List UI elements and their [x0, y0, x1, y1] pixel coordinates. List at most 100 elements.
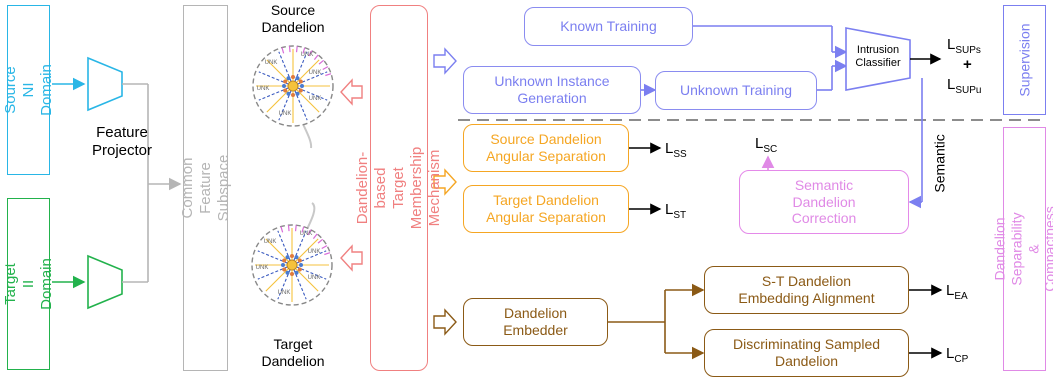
loss-ea: LEA [946, 282, 968, 302]
dandelion-seed [282, 84, 286, 88]
dandelion-unk-label: UNK [265, 60, 278, 66]
source-dandelion-label: Source Dandelion [261, 2, 325, 35]
to-separability-arrow [433, 168, 457, 196]
dandelion-spoke [291, 264, 319, 292]
discriminating-sampled-box: Discriminating Sampled Dandelion [704, 329, 909, 377]
dandelion-seed [294, 255, 299, 260]
source-dandelion-figure: UNK UNK UNK UNK UNK UNK [252, 45, 334, 149]
dandelion-seed [298, 79, 303, 84]
dandelion-seed [291, 93, 295, 97]
dandelion-petal [301, 226, 305, 233]
dandelion-spoke [291, 264, 307, 300]
dandelion-seed [283, 79, 288, 84]
loss-st: LST [665, 201, 687, 221]
loss-ss: LSS [665, 140, 687, 160]
semantic-dandelion-correction-label: Semantic Dandelion Correction [791, 176, 857, 227]
dandelion-spoke [277, 264, 293, 300]
dandelion-spoke [292, 71, 328, 87]
to-supervision-arrow [433, 47, 457, 75]
dandelion-petal [313, 54, 319, 60]
discriminating-sampled-label: Discriminating Sampled Dandelion [732, 336, 881, 369]
dandelion-seed [295, 76, 300, 81]
separability-side-label: Dandelion Separability & Compactness [990, 206, 1053, 292]
dandelion-seed [299, 263, 303, 267]
loss-sups: LSUPs [947, 36, 981, 56]
target-angular-separation-box: Target Dandelion Angular Separation [463, 185, 629, 233]
unknown-instance-generation-label: Unknown Instance Generation [494, 73, 610, 106]
loss-sc: LSC [755, 135, 778, 155]
dandelion-unk-label: UNK [257, 86, 270, 92]
dandelion-spoke [292, 59, 320, 87]
supervision-side-label: Supervision [1016, 23, 1033, 97]
dandelion-spoke [265, 264, 293, 292]
semantic-label: Semantic [931, 134, 948, 193]
dandelion-seed [297, 258, 302, 263]
dandelion-spoke [291, 250, 327, 266]
dandelion-unk-label: UNK [308, 275, 321, 281]
dandelion-unk-label: UNK [300, 231, 313, 237]
dandelion-petal [302, 47, 306, 54]
dandelion-seed [285, 255, 290, 260]
dandelion-spoke [292, 85, 320, 113]
dandelion-spoke [257, 264, 293, 280]
dandelion-core [286, 259, 298, 271]
dandelion-seed [282, 267, 287, 272]
dandelion-spoke [266, 59, 294, 87]
separability-side-box: Dandelion Separability & Compactness [991, 127, 1053, 371]
loss-cp: LCP [946, 345, 969, 365]
dandelion-petal [308, 50, 313, 57]
dandelion-seed [290, 254, 294, 258]
dandelion-unk-label: UNK [278, 290, 291, 296]
dandelion-petal [280, 226, 284, 233]
dandelion-petal [325, 73, 332, 77]
dandelion-spoke [277, 230, 293, 266]
dandelion-seed [283, 88, 288, 93]
dandelion-seed [281, 263, 285, 267]
dandelion-petal [312, 233, 318, 239]
source-domain-box: Source NI Domain [2, 5, 55, 175]
target-angular-separation-label: Target Dandelion Angular Separation [486, 192, 606, 225]
mechanism-to-target-arrow [340, 244, 363, 272]
unknown-training-box: Unknown Training [655, 71, 817, 110]
known-training-label: Known Training [560, 18, 657, 35]
source-projector-shape [87, 56, 123, 112]
loss-plus: + [963, 56, 972, 73]
dandelion-embedder-box: Dandelion Embedder [463, 298, 608, 346]
dandelion-spoke [292, 85, 328, 101]
dandelion-petal [321, 245, 328, 250]
common-feature-subspace-label: Common Feature Subspace [178, 154, 232, 222]
dandelion-petal [295, 46, 298, 53]
dandelion-petal [287, 225, 290, 232]
unknown-instance-generation-box: Unknown Instance Generation [463, 66, 641, 114]
loss-supu: LSUPu [947, 76, 982, 96]
dandelion-core [287, 80, 299, 92]
target-projector-shape [87, 254, 123, 310]
dandelion-unk-label: UNK [309, 96, 322, 102]
target-dandelion-label: Target Dandelion [261, 336, 325, 369]
source-angular-separation-box: Source Dandelion Angular Separation [463, 124, 629, 172]
dandelion-spoke [292, 85, 308, 121]
dandelion-seed [300, 84, 304, 88]
source-angular-separation-label: Source Dandelion Angular Separation [486, 131, 606, 164]
dandelion-spoke [265, 238, 293, 266]
dandelion-seed [290, 272, 294, 276]
dandelion-unk-label: UNK [301, 52, 314, 58]
dandelion-seed [291, 75, 295, 79]
dandelion-seed [286, 91, 291, 96]
supervision-side-box: Supervision [1003, 5, 1046, 115]
dandelion-embedder-label: Dandelion Embedder [503, 305, 568, 338]
dandelion-spoke [291, 264, 327, 280]
dandelion-spoke [266, 85, 294, 113]
intrusion-classifier-shape [845, 27, 911, 91]
dandelion-spoke [278, 51, 294, 87]
dandelion-unk-label: UNK [309, 70, 322, 76]
embedding-alignment-label: S-T Dandelion Embedding Alignment [738, 273, 875, 306]
mechanism-to-source-arrow [340, 78, 363, 106]
embedding-alignment-box: S-T Dandelion Embedding Alignment [704, 266, 909, 314]
dandelion-spoke [278, 85, 294, 121]
dandelion-seed [297, 267, 302, 272]
dandelion-petal [281, 47, 285, 54]
dandelion-unk-label: UNK [279, 111, 292, 117]
dandelion-petal [294, 225, 297, 232]
